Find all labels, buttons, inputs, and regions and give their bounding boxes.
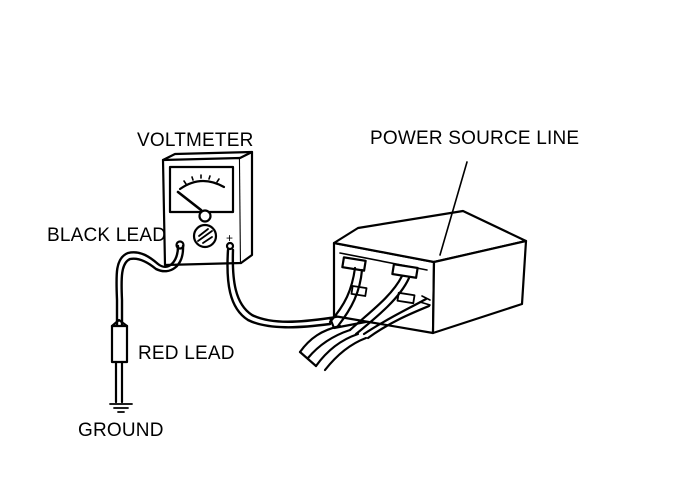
socket-left [341, 256, 367, 272]
connector-top [332, 209, 528, 264]
socket-right [391, 263, 419, 279]
positive-terminal-label: + [226, 231, 233, 245]
voltmeter-side [238, 150, 254, 265]
voltmeter-label: VOLTMETER [137, 130, 254, 151]
power-source-line-label: POWER SOURCE LINE [370, 128, 580, 149]
black-lead [109, 244, 185, 413]
meter-needle-icon [176, 190, 203, 212]
red-lead-label: RED LEAD [138, 343, 235, 364]
black-lead-probe [110, 324, 129, 364]
ground-label: GROUND [78, 420, 164, 441]
positive-terminal-icon [225, 241, 235, 251]
connector-side [431, 239, 528, 335]
black-lead-label: BLACK LEAD [47, 225, 167, 246]
wire-harness [298, 266, 431, 372]
connector-block [332, 209, 528, 335]
voltmeter [161, 150, 254, 267]
meter-scale-arc [178, 179, 226, 191]
ground-contact-icon [109, 403, 133, 413]
power-source-pointer-line [439, 161, 468, 256]
